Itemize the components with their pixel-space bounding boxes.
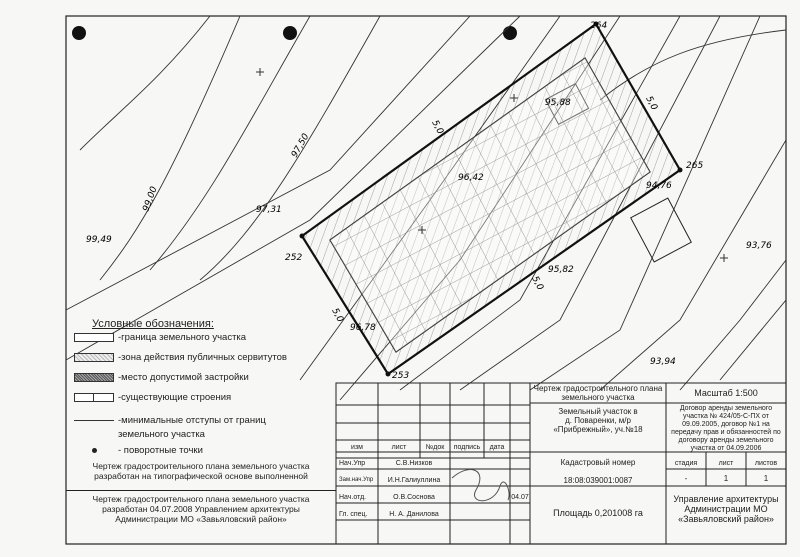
signer-name: И.Н.Галиуллина: [387, 477, 441, 484]
grid-cross: [256, 68, 264, 76]
building-zone-symbol: [74, 373, 114, 382]
sheets-label: листов: [754, 460, 778, 467]
corner-point: [385, 371, 391, 377]
servitude-symbol: [74, 353, 114, 362]
turning-point-symbol: [74, 446, 114, 455]
elevation-label: 94,76: [646, 181, 672, 191]
corner-point: [593, 21, 599, 27]
elevation-label: 97,50: [290, 132, 312, 160]
sheet-label: лист: [718, 460, 734, 467]
note-basis: Чертеж градостроительного плана земельно…: [92, 461, 310, 481]
elevation-label: 99,49: [86, 235, 112, 245]
elevation-label: 97,31: [256, 205, 282, 215]
elevation-label: 96,78: [350, 323, 376, 333]
legend-item: -минимальные отступы от границ: [74, 415, 266, 426]
signer-name: Н. А. Данилова: [389, 511, 439, 518]
corner-point: [299, 233, 305, 239]
col-data: дата: [489, 444, 505, 451]
point-label: 264: [590, 21, 607, 31]
legend-item: -существующие строения: [74, 392, 231, 403]
point-label: 265: [686, 161, 703, 171]
punch-hole: [503, 26, 517, 40]
elevation-label: 95,82: [548, 265, 574, 275]
signer-role: Нач.отд.: [339, 494, 367, 501]
signer-name: С.В.Низков: [395, 460, 433, 467]
sheets-value: 1: [763, 474, 769, 483]
col-podpis: подпись: [453, 444, 481, 451]
stage-label: стадия: [674, 460, 698, 467]
cadastral-number: 18:08:039001:0087: [563, 476, 633, 485]
col-ndok: №док: [425, 444, 445, 451]
existing-building-symbol: [74, 393, 114, 402]
cadastral-label: Кадастровый номер: [560, 458, 636, 467]
signer-name: О.В.Соснова: [393, 494, 435, 501]
col-izm: изм: [351, 444, 363, 451]
title-block-grid: [335, 382, 787, 545]
point-label: 253: [392, 371, 409, 381]
note-developed: Чертеж градостроительного плана земельно…: [66, 490, 336, 524]
scale: Масштаб 1:500: [694, 388, 758, 398]
legend-item-cont: земельного участка: [118, 429, 205, 440]
signature-mark: [451, 469, 510, 502]
legend-item: -зона действия публичных сервитутов: [74, 352, 287, 363]
area: Площадь 0,201008 га: [553, 508, 643, 518]
doc-title: Чертеж градостроительного плана земельно…: [533, 384, 663, 402]
elevation-label: 95,88: [545, 98, 571, 108]
sign-date: 04.07: [511, 494, 529, 501]
sheet-value: 1: [723, 474, 729, 483]
lease-contract: Договор аренды земельного участка № 424/…: [671, 405, 781, 452]
building-zone: [329, 57, 651, 353]
elevation-label: 93,94: [650, 357, 676, 367]
corner-point: [677, 167, 683, 173]
dimension-label: 5,0: [529, 275, 545, 293]
elevation-label: 99,00: [141, 185, 159, 213]
legend-item: -место допустимой застройки: [74, 372, 249, 383]
plot-description: Земельный участок в д. Поваренки, м/р «П…: [553, 407, 643, 434]
setback-line-symbol: [74, 420, 114, 421]
grid-cross: [510, 94, 518, 102]
col-list: лист: [391, 444, 407, 451]
legend-item: -граница земельного участка: [74, 332, 246, 343]
point-label: 252: [285, 253, 302, 263]
signer-role: Гл. спец.: [339, 511, 368, 518]
punch-hole: [72, 26, 86, 40]
elevation-label: 96,42: [458, 173, 484, 183]
legend-item: - поворотные точки: [74, 445, 203, 456]
legend-title: Условные обозначения:: [92, 318, 214, 330]
signer-role: Зам.нач.Упр: [339, 477, 374, 483]
stage-value: -: [684, 474, 688, 483]
elevation-label: 93,76: [746, 241, 772, 251]
signer-role: Нач.Упр: [339, 460, 366, 467]
grid-cross: [418, 226, 426, 234]
boundary-symbol: [74, 333, 114, 342]
punch-hole: [283, 26, 297, 40]
grid-cross: [720, 254, 728, 262]
organization: Управление архитектуры Администрации МО …: [673, 494, 779, 524]
